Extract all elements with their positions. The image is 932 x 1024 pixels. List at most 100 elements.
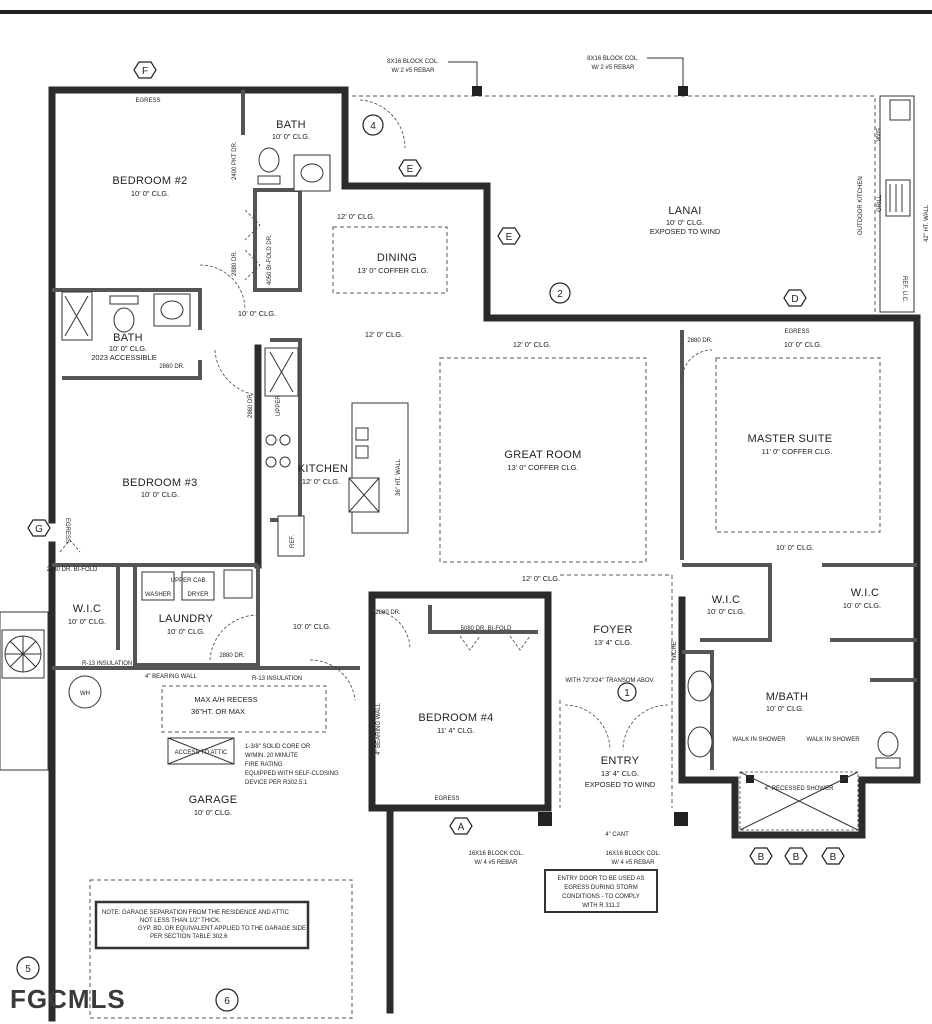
marker-2: 2	[549, 282, 571, 304]
wic3-ceiling: 10' 0" CLG.	[843, 601, 881, 610]
dining-ceiling: 13' 0" COFFER CLG.	[357, 266, 428, 275]
laundry-appliances	[141, 569, 253, 601]
lanai-note: EXPOSED TO WIND	[650, 227, 721, 236]
annotation: 16X16 BLOCK COL.	[605, 851, 660, 857]
top-border	[0, 10, 932, 14]
annotation: GRILL	[877, 194, 883, 212]
mbath-name: M/BATH	[766, 691, 809, 703]
wic2-ceiling: 10' 0" CLG.	[707, 607, 745, 616]
marker-b: B	[784, 847, 808, 865]
ceiling-label: 12' 0" CLG.	[522, 574, 560, 583]
annotation: NOTE: GARAGE SEPARATION FROM THE RESIDEN…	[102, 910, 290, 916]
entry-ceiling: 13' 4" CLG.	[601, 769, 639, 778]
bath2-ceiling: 10' 0" CLG.	[109, 344, 147, 353]
lanai-ceiling: 10' 0" CLG.	[666, 218, 704, 227]
garage-slab	[89, 879, 353, 1019]
annotation: 42" HT. WALL	[924, 204, 930, 242]
annotation: DEVICE PER R302.5.1	[245, 780, 308, 786]
master-suite-ceiling: 11' 0" COFFER CLG.	[762, 447, 833, 456]
annotation: EGRESS	[64, 518, 70, 543]
svg-text:E: E	[506, 232, 513, 243]
bedroom3-name: BEDROOM #3	[122, 477, 197, 489]
annotation: EQUIPPED WITH SELF-CLOSING	[245, 771, 339, 777]
annotation: ACCESS TO ATTIC	[175, 750, 228, 756]
annotation: UPPER CAB.	[171, 578, 208, 584]
dining-coffer	[332, 226, 448, 294]
wic2-name: W.I.C	[712, 594, 740, 606]
bath2-note: 2023 ACCESSIBLE	[91, 353, 156, 362]
annotation: W/ 2 #5 REBAR	[591, 65, 635, 71]
annotation: EGRESS DURING STORM	[564, 885, 638, 891]
marker-g: G	[27, 519, 51, 537]
annotation: MAX A/H RECESS	[194, 695, 257, 704]
bedroom4-ceiling: 11' 4" CLG.	[437, 726, 475, 735]
ceiling-label: 12' 0" CLG.	[365, 330, 403, 339]
annotation: 16X16 BLOCK COL.	[468, 851, 523, 857]
svg-text:5: 5	[25, 964, 31, 975]
annotation: WASHER	[145, 592, 172, 598]
bedroom2-ceiling: 10' 0" CLG.	[131, 189, 169, 198]
marker-5: 5	[16, 956, 40, 980]
outdoor-kitchen-counter	[879, 95, 915, 313]
annotation: W/ 4 #5 REBAR	[474, 860, 518, 866]
annotation: WH	[80, 691, 90, 697]
svg-text:4: 4	[370, 121, 376, 132]
annotation: ENTRY DOOR TO BE USED AS	[558, 876, 645, 882]
annotation: OUTDOOR KITCHEN	[858, 176, 864, 235]
annotation: 2860 DR.	[159, 364, 185, 370]
ceiling-label: 12' 0" CLG.	[337, 212, 375, 221]
annotation: 36" HT. WALL	[396, 458, 402, 496]
annotation: EGRESS	[784, 329, 809, 335]
laundry-ceiling: 10' 0" CLG.	[167, 627, 205, 636]
svg-text:6: 6	[224, 996, 230, 1007]
annotation: R-13 INSULATION	[82, 661, 132, 667]
annotation: 36"HT. OR MAX	[191, 707, 245, 716]
annotation: GYP. BD. OR EQUIVALENT APPLIED TO THE GA…	[138, 926, 306, 932]
dining-name: DINING	[377, 252, 417, 264]
exterior-walls	[48, 86, 921, 1022]
annotation: FIRE RATING	[245, 762, 283, 768]
svg-text:B: B	[758, 852, 765, 863]
svg-text:A: A	[458, 822, 465, 833]
ceiling-label: 12' 0" CLG.	[513, 340, 551, 349]
ceiling-label: 10' 0" CLG.	[784, 340, 822, 349]
annotation: UPPER	[276, 395, 282, 416]
wic1-ceiling: 10' 0" CLG.	[68, 617, 106, 626]
annotation: WITH 72"X24" TRANSOM ABOV.	[565, 678, 655, 684]
annotation: W/ 2 #5 REBAR	[391, 68, 435, 74]
bath1-ceiling: 10' 0" CLG.	[272, 132, 310, 141]
marker-a: A	[449, 817, 473, 835]
bedroom3-ceiling: 10' 0" CLG.	[141, 490, 179, 499]
ceiling-label: 10' 0" CLG.	[238, 309, 276, 318]
annotation: NICHE	[672, 641, 678, 660]
bath-fixtures	[61, 147, 901, 831]
foyer-ceiling: 13' 4" CLG.	[594, 638, 632, 647]
master-suite-name: MASTER SUITE	[748, 433, 833, 445]
annotation: REF. U.C.	[901, 276, 907, 303]
kitchen-name: KITCHEN	[298, 463, 348, 475]
annotation: REF.	[290, 535, 296, 548]
annotation: WALK IN SHOWER	[732, 737, 786, 743]
watermark: FGCMLS	[10, 984, 126, 1014]
mbath-ceiling: 10' 0" CLG.	[766, 704, 804, 713]
bedroom4-name: BEDROOM #4	[418, 712, 493, 724]
annotation: 2880 DR.	[232, 250, 238, 276]
annotation: 8X16 BLOCK COL.	[587, 56, 639, 62]
svg-text:D: D	[791, 294, 798, 305]
svg-text:F: F	[142, 66, 148, 77]
annotation: EGRESS	[434, 796, 459, 802]
wic3-name: W.I.C	[851, 587, 879, 599]
marker-e: E	[497, 227, 521, 245]
svg-text:2: 2	[557, 289, 563, 300]
annotation: 1-3/8" SOLID CORE OR	[245, 744, 311, 750]
wic1-name: W.I.C	[73, 603, 101, 615]
marker-b: B	[821, 847, 845, 865]
svg-text:E: E	[407, 164, 414, 175]
marker-f: F	[133, 61, 157, 79]
door-swings	[59, 99, 713, 751]
annotation: WALK IN SHOWER	[806, 737, 860, 743]
marker-4: 4	[362, 114, 384, 136]
entry-name: ENTRY	[601, 755, 640, 767]
garage-name: GARAGE	[189, 794, 238, 806]
